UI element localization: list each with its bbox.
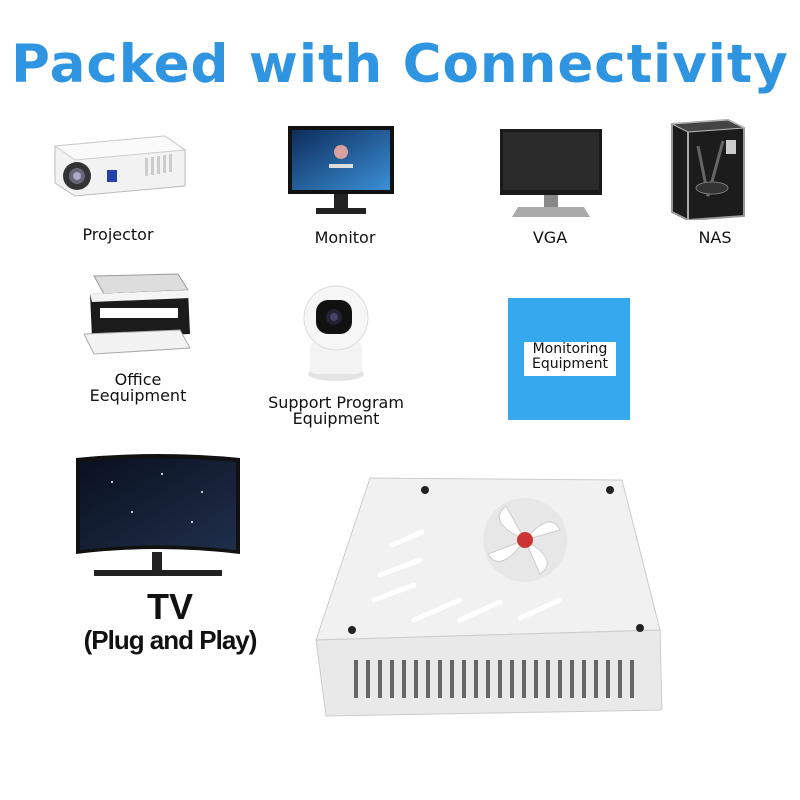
projector-label: Projector [82,225,154,244]
monitoring-box: Monitoring Equipment [508,298,630,420]
page-title: Packed with Connectivity [11,34,789,95]
support-label: Support Program Equipment [268,393,404,428]
nas-icon [668,116,748,224]
tv-icon [72,452,244,586]
vga-label: VGA [532,228,568,247]
nas-label: NAS [698,228,732,247]
monitor-icon [286,124,396,222]
printer-icon [80,268,195,362]
device-enclosure-image [310,470,670,724]
camera-icon [296,282,376,386]
office-label: Office Eequipment [89,370,187,405]
monitor-label: Monitor [314,228,376,247]
vga-monitor-icon [498,127,604,223]
tv-label: TV (Plug and Play) [83,586,258,655]
projector-icon [45,128,190,207]
